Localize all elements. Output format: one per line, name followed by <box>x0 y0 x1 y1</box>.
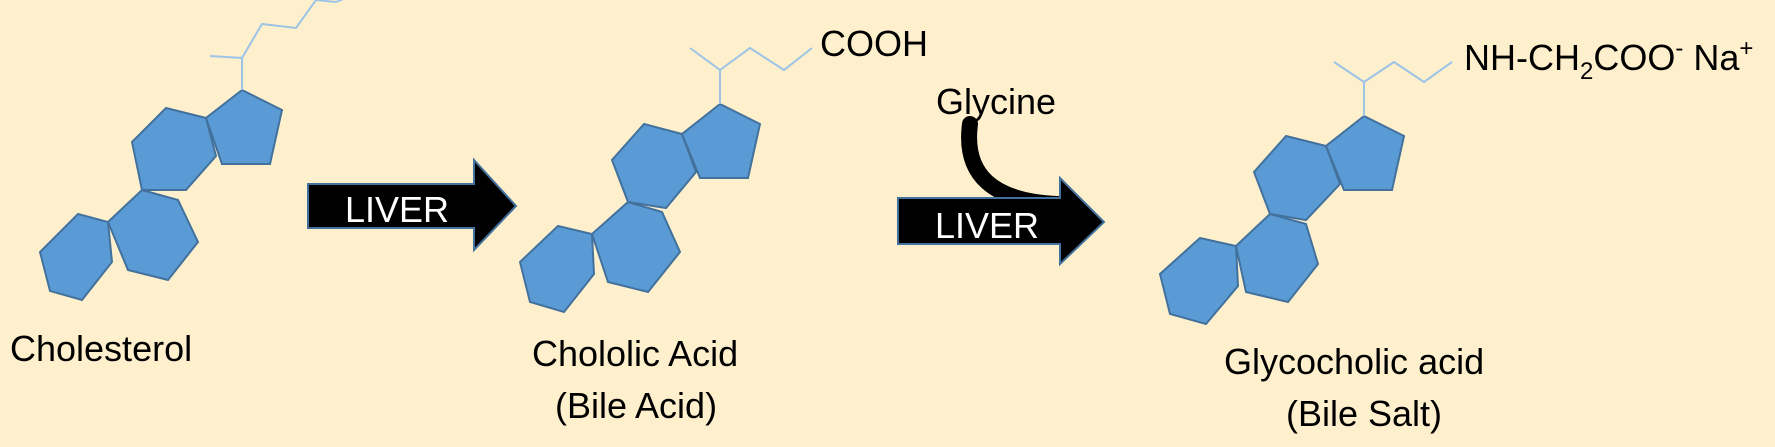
cholesterol-ring-a <box>38 212 114 302</box>
cholesterol-ring-b <box>106 188 200 282</box>
glycine-curved-arrow <box>961 116 1066 212</box>
cholesterol-side-chain <box>209 0 317 90</box>
liver-arrow-1-shape <box>307 157 518 253</box>
cholic-acid-side-chain <box>689 46 813 104</box>
liver-arrow-2: LIVER <box>897 175 1106 267</box>
glycine-label: Glycine <box>936 81 1056 122</box>
bile-salt-label: (Bile Salt) <box>1286 393 1442 434</box>
liver-arrow-2-label: LIVER <box>935 205 1039 246</box>
cholesterol-side-chain-tail <box>315 0 344 4</box>
glycocholic-acid-ring-b <box>1234 212 1320 304</box>
cholic-acid-ring-d <box>680 102 762 179</box>
cholesterol-ring-c <box>130 106 218 191</box>
glycine-conjugate-group-label: NH-CH2COO- Na+ <box>1464 35 1753 85</box>
cholic-acid-label: Chololic Acid <box>532 333 738 374</box>
glycocholic-acid-side-chain <box>1333 60 1453 116</box>
bile-acid-label: (Bile Acid) <box>555 385 717 426</box>
glycocholic-acid-label: Glycocholic acid <box>1224 341 1484 382</box>
glycocholic-acid-structure <box>1158 60 1453 326</box>
glycocholic-acid-ring-a <box>1158 236 1240 326</box>
liver-arrow-1-label: LIVER <box>345 189 449 230</box>
glycocholic-acid-ring-d <box>1324 114 1406 191</box>
liver-arrow-2-shape <box>897 175 1106 267</box>
liver-arrow-1: LIVER <box>307 157 518 253</box>
cholic-acid-ring-a <box>518 224 596 314</box>
cholesterol-ring-d <box>204 88 284 165</box>
cholic-acid-ring-b <box>590 200 682 294</box>
cholesterol-structure <box>38 0 344 302</box>
cholic-acid-structure <box>518 46 813 314</box>
cholesterol-label: Cholesterol <box>10 328 192 369</box>
cooh-group-label: COOH <box>820 23 928 64</box>
